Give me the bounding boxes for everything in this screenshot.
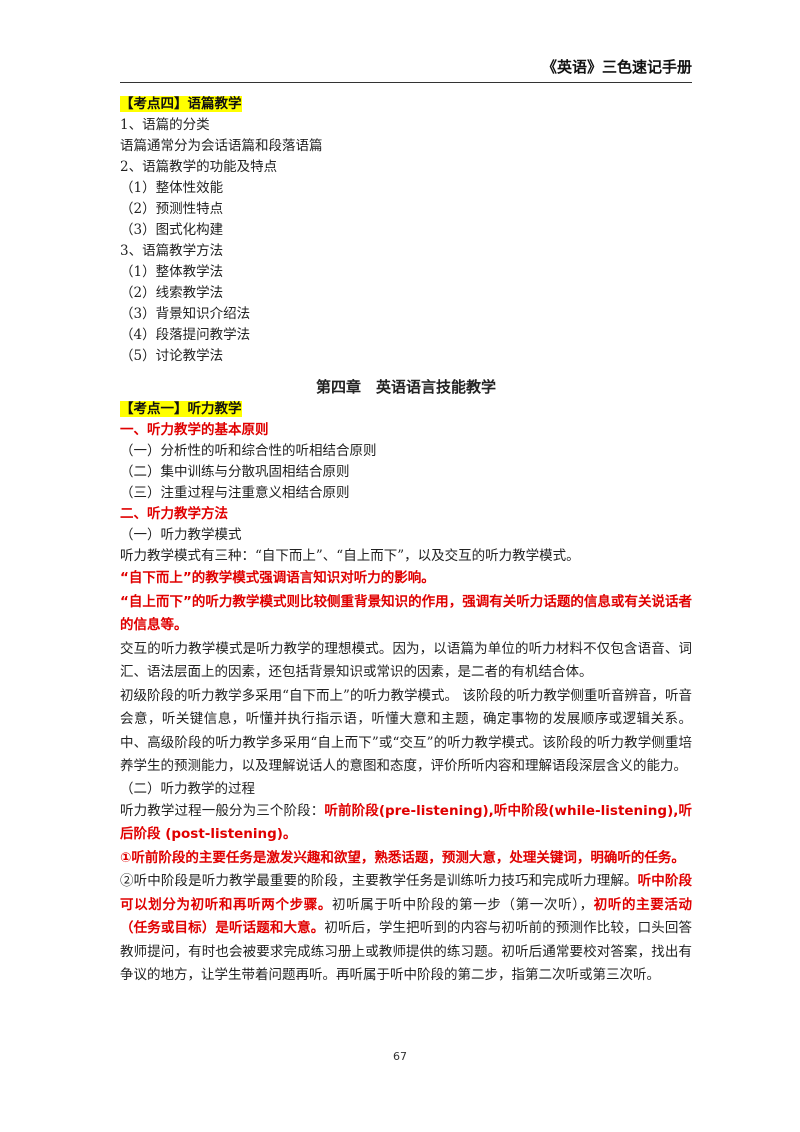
highlighted-heading: 【考点一】听力教学 bbox=[120, 401, 242, 417]
page-content: 【考点四】语篇教学 1、语篇的分类 语篇通常分为会话语篇和段落语篇 2、语篇教学… bbox=[120, 94, 692, 988]
text-line: （1）整体性效能 bbox=[120, 180, 224, 196]
text-line: （一）听力教学模式 bbox=[120, 527, 242, 543]
text-line: （3）背景知识介绍法 bbox=[120, 306, 251, 322]
page-number: 67 bbox=[393, 1050, 407, 1063]
paragraph: 初级阶段的听力教学多采用“自下而上”的听力教学模式。 该阶段的听力教学侧重听音辨… bbox=[120, 687, 692, 775]
section-heading-kaodian4: 【考点四】语篇教学 bbox=[120, 94, 692, 115]
text-line: 1、语篇的分类 bbox=[120, 117, 210, 133]
text-span: 听力教学过程一般分为三个阶段： bbox=[120, 802, 325, 819]
red-emphasis: ①听前阶段的主要任务是激发兴趣和欲望，熟悉话题，预测大意，处理关键词，明确听的任… bbox=[120, 849, 685, 866]
text-line: （二）听力教学的过程 bbox=[120, 780, 255, 797]
paragraph: 交互的听力教学模式是听力教学的理想模式。因为，以语篇为单位的听力材料不仅包含语音… bbox=[120, 640, 692, 681]
highlighted-heading: 【考点四】语篇教学 bbox=[120, 96, 242, 112]
text-line: （5）讨论教学法 bbox=[120, 348, 224, 364]
paragraph-process: 听力教学过程一般分为三个阶段：听前阶段(pre-listening),听中阶段(… bbox=[120, 800, 692, 847]
text-line: （2）线索教学法 bbox=[120, 285, 224, 301]
text-line: （一）分析性的听和综合性的听相结合原则 bbox=[120, 443, 377, 459]
text-line: （三）注重过程与注重意义相结合原则 bbox=[120, 485, 350, 501]
red-emphasis: 初听的主要活动（任务或目标）是听话题和大意。 bbox=[120, 896, 693, 937]
text-line: 听力教学模式有三种：“自下而上”、“自上而下”，以及交互的听力教学模式。 bbox=[120, 548, 580, 564]
red-emphasis: 听中阶段可以划分为初听和再听两个步骤。 bbox=[120, 873, 693, 913]
text-span: 初听属于听中阶段的第一步（第一次听）， bbox=[331, 896, 594, 913]
paragraph-while-listening: ②听中阶段是听力教学最重要的阶段，主要教学任务是训练听力技巧和完成听力理解。听中… bbox=[120, 870, 692, 988]
red-emphasis: “自上而下”的听力教学模式则比较侧重背景知识的作用，强调有关听力话题的信息或有关… bbox=[120, 593, 692, 634]
text-line: （3）图式化构建 bbox=[120, 222, 224, 238]
red-heading: 二、听力教学方法 bbox=[120, 506, 228, 522]
text-line: （4）段落提问教学法 bbox=[120, 327, 251, 343]
text-line: 语篇通常分为会话语篇和段落语篇 bbox=[120, 138, 323, 154]
chapter-title: 第四章 英语语言技能教学 bbox=[315, 378, 496, 396]
page-header: 《英语》三色速记手册 bbox=[120, 54, 692, 83]
section-heading-kaodian1: 【考点一】听力教学 bbox=[120, 399, 692, 420]
text-line: （1）整体教学法 bbox=[120, 264, 224, 280]
red-emphasis: 听前阶段(pre-listening),听中阶段(while-listening… bbox=[120, 802, 692, 843]
header-title: 《英语》三色速记手册 bbox=[541, 58, 692, 76]
text-line: 3、语篇教学方法 bbox=[120, 243, 224, 259]
red-emphasis: “自下而上”的教学模式强调语言知识对听力的影响。 bbox=[120, 570, 435, 586]
text-line: （2）预测性特点 bbox=[120, 201, 224, 217]
text-line: 2、语篇教学的功能及特点 bbox=[120, 159, 278, 175]
text-line: （二）集中训练与分散巩固相结合原则 bbox=[120, 464, 350, 480]
text-span: ②听中阶段是听力教学最重要的阶段，主要教学任务是训练听力技巧和完成听力理解。 bbox=[120, 873, 638, 889]
red-heading: 一、听力教学的基本原则 bbox=[120, 422, 269, 438]
text-span: 初听后，学生把听到的内容与初听前的预测作比较，口头回答教师提问，有时也会被要求完… bbox=[120, 920, 693, 983]
